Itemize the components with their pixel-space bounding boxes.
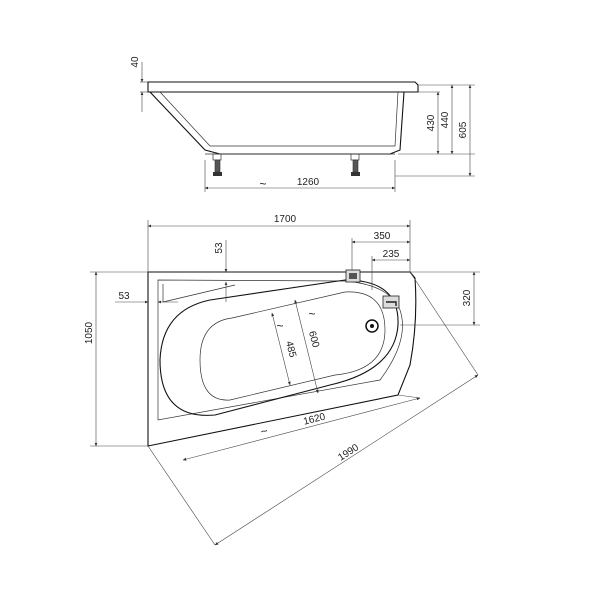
dim-depth-320: 320 [462, 289, 473, 306]
top-basin [159, 279, 399, 416]
dim-rim-40: 40 [130, 56, 141, 68]
tap-icon [382, 295, 400, 309]
overflow-icon [345, 269, 361, 283]
dim-offset-235: 235 [383, 249, 400, 260]
dim-diagonal-1990: 1990 [336, 442, 361, 464]
side-tub-body [149, 91, 405, 155]
side-view: 40 430 440 605 1260 ~ [130, 56, 475, 192]
wave-mark-485: ~ [276, 319, 283, 333]
wave-mark-1620: ~ [259, 423, 269, 438]
top-outer-outline [147, 271, 417, 447]
dim-depth-1050: 1050 [84, 321, 95, 344]
dim-height-430: 430 [426, 114, 437, 131]
top-view: 1700 350 235 53 53 1050 320 485 ~ 600 [84, 214, 480, 546]
dim-height-605: 605 [458, 121, 469, 138]
side-leg-left [212, 153, 222, 176]
dim-inner-600: 600 [306, 330, 321, 349]
dim-rim-53-left: 53 [118, 291, 130, 302]
side-leg-right [350, 153, 360, 176]
wave-mark-600: ~ [308, 307, 315, 321]
dim-height-440: 440 [440, 111, 451, 128]
dim-inner-485: 485 [283, 340, 298, 359]
dim-offset-350: 350 [374, 231, 391, 242]
side-rim [147, 81, 419, 93]
dim-width-1700: 1700 [274, 214, 297, 225]
dim-base-1260: 1260 [297, 177, 320, 188]
dim-rim-53-top: 53 [214, 242, 225, 254]
top-inner-rim [157, 279, 403, 421]
wave-mark-side: ~ [259, 177, 266, 191]
